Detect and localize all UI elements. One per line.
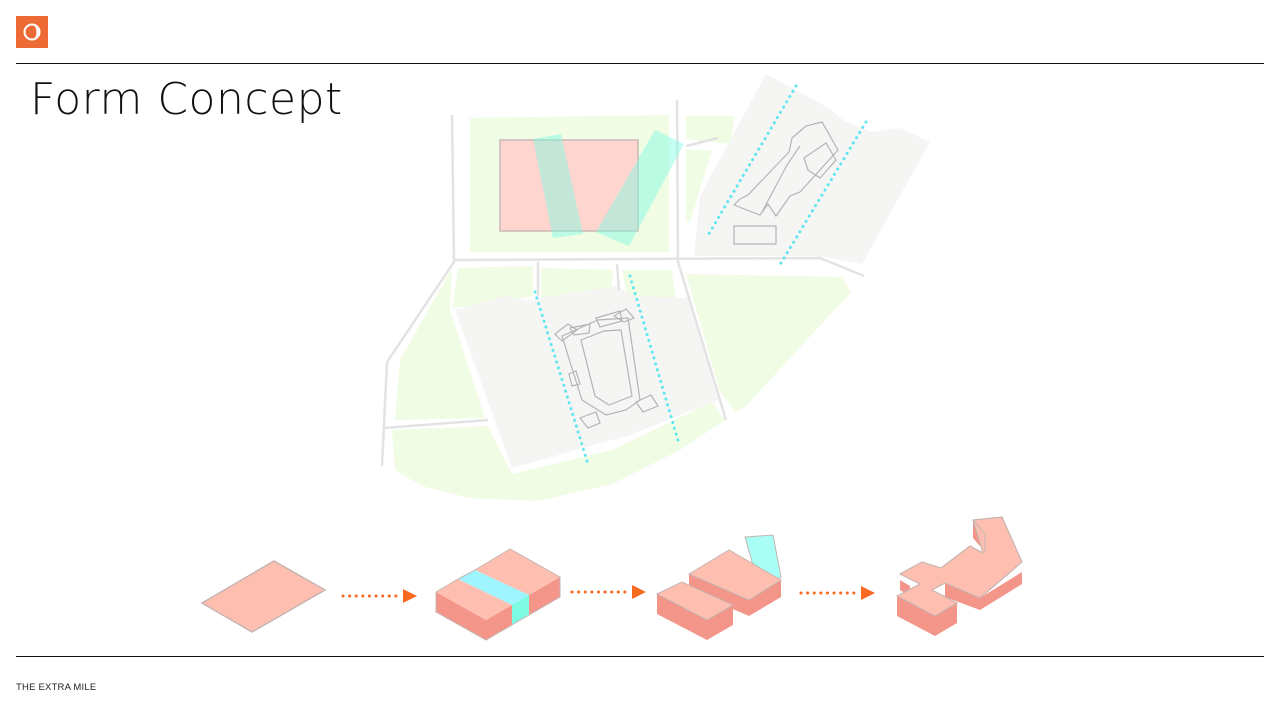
massing-step-offset	[655, 534, 782, 640]
sequence-arrow	[799, 586, 875, 600]
site-plots	[455, 74, 930, 468]
new-building-footprint	[499, 139, 639, 232]
axis-lines	[533, 84, 868, 466]
massing-step-final	[895, 516, 1023, 636]
footer-divider	[16, 656, 1264, 657]
page-title: Form Concept	[30, 74, 343, 125]
massing-step-slab	[200, 560, 327, 633]
stadium-outline	[554, 308, 659, 429]
massing-step-split	[435, 548, 561, 641]
view-corridor-west	[533, 134, 583, 238]
brand-logo[interactable]	[16, 16, 48, 48]
view-corridor-east	[596, 130, 684, 246]
sequence-arrow	[341, 589, 417, 603]
crescent-swirl-icon	[23, 23, 41, 41]
sequence-arrow	[570, 585, 646, 599]
existing-buildings	[554, 121, 839, 429]
footer-label: THE EXTRA MILE	[16, 682, 97, 693]
road-network	[380, 99, 865, 467]
header-divider	[16, 63, 1264, 64]
